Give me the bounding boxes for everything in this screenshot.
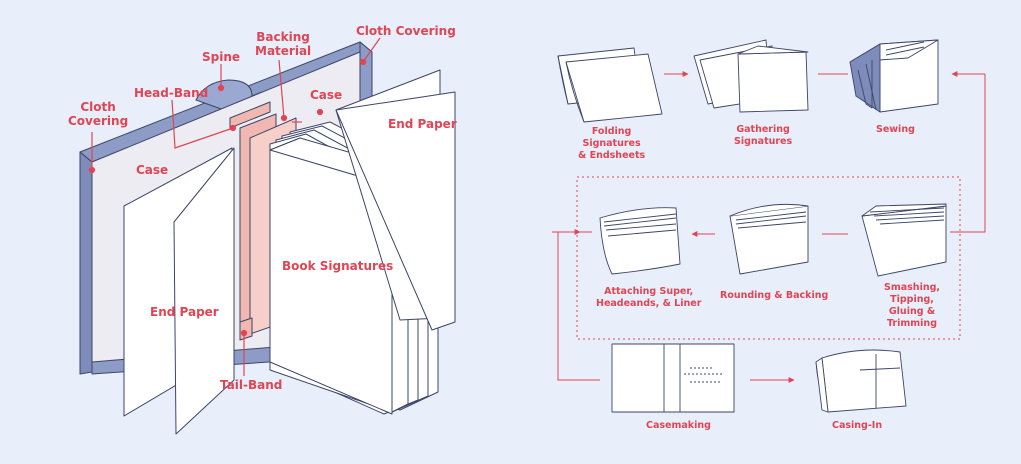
label-tail-band: Tail-Band [220,378,283,392]
label-case-right: Case [310,88,343,102]
label-cloth-covering-right: Cloth Covering [356,24,456,38]
step-attaching-label: Attaching Super, Headeands, & Liner [596,286,702,309]
cloth-covering-left-edge [79,151,93,375]
label-cloth-covering-left: Cloth Covering [68,100,129,128]
head-band [229,101,271,129]
end-paper-left [173,147,235,435]
sewing-icon [849,39,939,113]
folding-signatures-icon [557,47,663,123]
casing-in-icon [815,349,907,413]
label-end-paper-left: End Paper [150,305,219,319]
smashing-icon [861,203,947,277]
step-smashing-label: Smashing, Tipping, Gluing & Trimming [884,282,940,329]
step-folding-label: Folding Signatures & Endsheets [578,126,646,161]
end-paper-right [335,91,456,331]
step-gathering-label: Gathering Signatures [734,124,793,147]
label-end-paper-right: End Paper [388,117,457,131]
book-anatomy-illustration [79,41,456,435]
attaching-super-icon [599,207,681,275]
anatomy-leaders [88,37,381,376]
step-sewing-label: Sewing [876,124,915,135]
label-book-signatures: Book Signatures [282,259,394,273]
casemaking-icon [611,343,735,413]
step-rounding-label: Rounding & Backing [720,290,829,301]
label-spine: Spine [202,50,241,64]
label-backing-material: Backing Material [255,30,312,58]
tail-band [239,317,253,341]
processing-group-box [576,176,961,340]
label-head-band: Head-Band [134,86,209,100]
rounding-backing-icon [729,203,809,275]
label-case-left: Case [136,163,169,177]
process-illustrations [557,39,947,413]
flow-arrows [552,71,986,383]
step-casing-in-label: Casing-In [832,420,883,431]
gathering-signatures-icon [693,39,809,113]
step-casemaking-label: Casemaking [646,420,711,431]
